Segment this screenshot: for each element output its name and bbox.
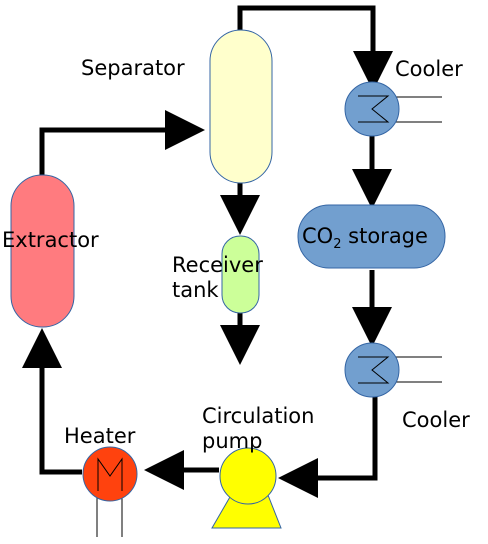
label-circulation-line2: pump xyxy=(202,429,262,453)
separator-vessel xyxy=(209,29,273,184)
pipe-separator-to-cooler xyxy=(237,5,393,91)
co2-storage-vessel xyxy=(297,204,446,269)
pipe-cooler-to-pump xyxy=(278,395,378,498)
label-cooler-bottom: Cooler xyxy=(402,408,470,432)
label-heater: Heater xyxy=(64,424,136,448)
cooler-bottom-unit xyxy=(344,342,442,398)
label-co2-suffix: storage xyxy=(341,224,427,248)
label-extractor: Extractor xyxy=(2,228,99,252)
label-co2-storage: CO2 storage xyxy=(302,224,428,252)
pipe-extractor-to-separator xyxy=(39,110,205,176)
label-receiver-line1: Receiver xyxy=(172,253,263,277)
label-co2-prefix: CO xyxy=(302,224,333,248)
circulation-pump-unit xyxy=(211,447,282,529)
receiver-tank-vessel xyxy=(221,235,260,314)
heater-unit xyxy=(82,446,138,537)
pipe-heater-to-extractor xyxy=(21,328,82,475)
extractor-vessel xyxy=(10,174,75,328)
label-receiver-line2: tank xyxy=(172,278,219,302)
label-co2-subscript: 2 xyxy=(333,237,341,252)
label-cooler-top: Cooler xyxy=(395,57,463,81)
label-separator: Separator xyxy=(81,56,185,80)
cooler-top-unit xyxy=(344,81,442,137)
label-circulation-line1: Circulation xyxy=(202,404,314,428)
